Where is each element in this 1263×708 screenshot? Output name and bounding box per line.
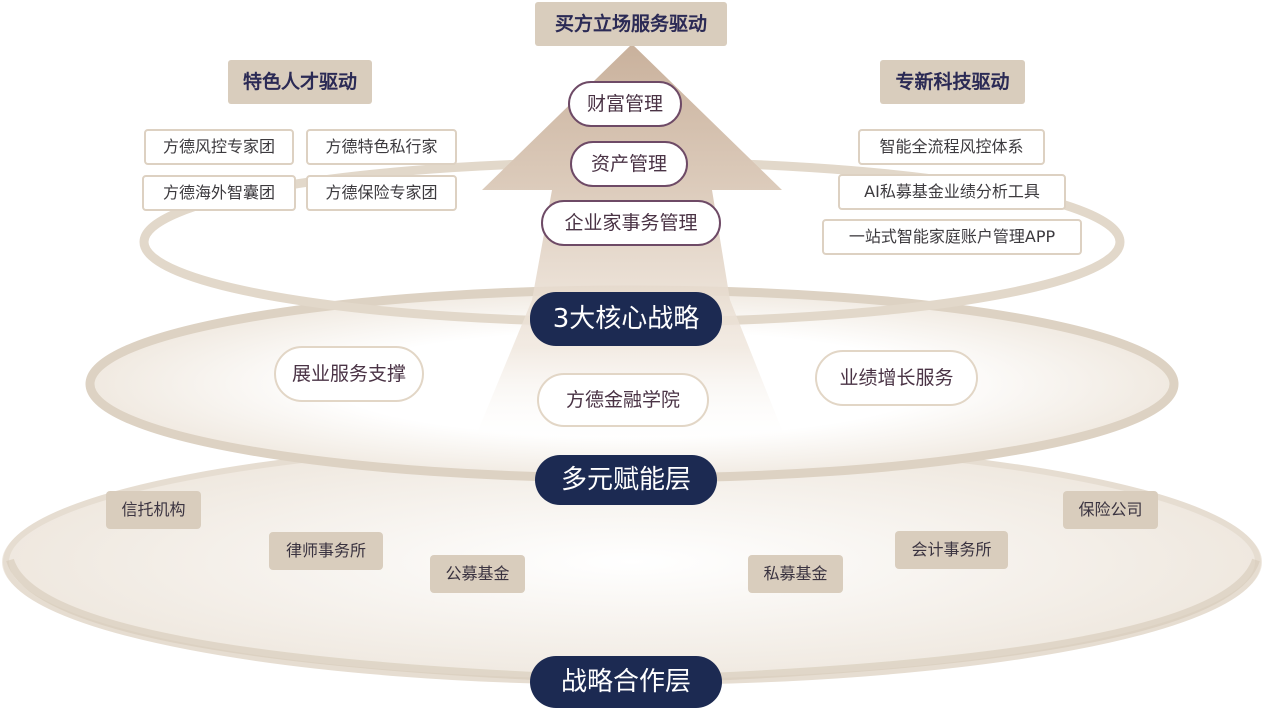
- partner-law-firm: 律师事务所: [269, 532, 383, 570]
- enable-layer-label: 多元赋能层: [535, 455, 717, 505]
- core-pill-asset: 资产管理: [570, 141, 688, 187]
- core-layer-label: 3大核心战略: [530, 292, 722, 346]
- left-item: 方德风控专家团: [144, 129, 294, 165]
- upward-arrow: [470, 44, 790, 450]
- right-item: 一站式智能家庭账户管理APP: [822, 219, 1082, 255]
- enable-item-support: 展业服务支撑: [274, 346, 424, 402]
- right-item: AI私募基金业绩分析工具: [838, 174, 1066, 210]
- partner-accounting-firm: 会计事务所: [895, 531, 1008, 569]
- enable-item-academy: 方德金融学院: [537, 373, 709, 427]
- partner-private-fund: 私募基金: [748, 555, 843, 593]
- left-item: 方德海外智囊团: [142, 175, 296, 211]
- partner-trust: 信托机构: [106, 491, 201, 529]
- enable-item-growth: 业绩增长服务: [815, 350, 978, 406]
- partner-public-fund: 公募基金: [430, 555, 525, 593]
- left-item: 方德保险专家团: [306, 175, 457, 211]
- right-title: 专新科技驱动: [880, 60, 1025, 104]
- left-title: 特色人才驱动: [228, 60, 372, 104]
- left-item: 方德特色私行家: [306, 129, 457, 165]
- right-item: 智能全流程风控体系: [858, 129, 1045, 165]
- top-title: 买方立场服务驱动: [535, 2, 727, 46]
- core-pill-entrepreneur: 企业家事务管理: [541, 200, 721, 246]
- partner-insurance: 保险公司: [1063, 491, 1158, 529]
- core-pill-wealth: 财富管理: [568, 81, 682, 127]
- partner-ring-fill: [2, 440, 1262, 684]
- partner-layer-label: 战略合作层: [530, 656, 722, 708]
